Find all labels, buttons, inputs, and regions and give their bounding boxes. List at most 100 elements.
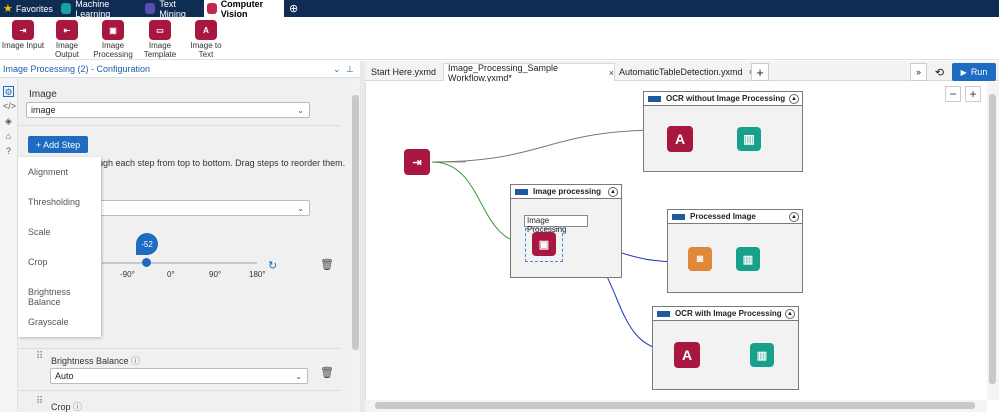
slider-value-bubble: -52: [136, 233, 158, 255]
pin-icon[interactable]: ⊥: [346, 63, 354, 74]
config-side-toolbar: ⚙ </> ◈ ⌂ ?: [0, 78, 18, 412]
container-header: OCR with Image Processing ▲: [653, 307, 798, 321]
chevron-down-icon: ⌄: [297, 204, 304, 213]
menu-item-scale[interactable]: Scale: [28, 227, 51, 237]
scrollbar-thumb[interactable]: [989, 94, 996, 384]
image-processing-icon: ▣: [102, 20, 124, 40]
tick-label: 90°: [209, 270, 222, 279]
panel-splitter[interactable]: [360, 61, 365, 412]
crop-label: Crop ⓘ: [51, 402, 83, 412]
brightness-balance-label: Brightness Balance ⓘ: [51, 356, 141, 366]
browse-node[interactable]: ▥: [750, 343, 774, 367]
reset-rotation-icon[interactable]: ↻: [268, 260, 278, 272]
overflow-tabs-icon[interactable]: »: [910, 63, 927, 81]
document-tab-bar: Start Here.yxmd Image_Processing_Sample …: [365, 61, 999, 83]
machine-learning-icon: [61, 3, 72, 14]
divider: [18, 390, 340, 391]
scrollbar-thumb[interactable]: [375, 402, 975, 409]
image-output-node[interactable]: ◙: [688, 247, 712, 271]
menu-item-grayscale[interactable]: Grayscale: [28, 317, 69, 327]
delete-icon[interactable]: 🗑: [320, 259, 334, 271]
image-output-icon: ⇤: [56, 20, 78, 40]
config-content: Image image ⌄ rough each step from top t…: [18, 78, 350, 412]
collapse-icon[interactable]: ▲: [789, 212, 799, 222]
play-icon: ▶: [960, 67, 967, 77]
selection-box: [525, 228, 563, 262]
container-header: Image processing ▲: [511, 185, 621, 199]
collapse-icon[interactable]: ▲: [785, 309, 795, 319]
top-tab-bar: ★ Favorites Machine Learning Text Mining…: [0, 0, 999, 19]
config-scrollbar-thumb[interactable]: [352, 95, 359, 350]
drag-handle-icon[interactable]: ⠿: [36, 351, 44, 362]
history-icon[interactable]: ⟲: [934, 66, 945, 79]
image-label: Image: [29, 89, 57, 100]
connection-icon[interactable]: ◈: [5, 116, 12, 126]
run-button[interactable]: ▶ Run: [952, 63, 996, 81]
delete-icon[interactable]: 🗑: [320, 367, 334, 379]
chevron-down-icon: ⌄: [295, 372, 302, 381]
collapse-icon[interactable]: ▲: [789, 94, 799, 104]
image-to-text-node[interactable]: A: [674, 342, 700, 368]
rotation-slider-handle[interactable]: [142, 258, 151, 267]
close-icon[interactable]: ×: [608, 67, 614, 78]
canvas-vertical-scrollbar[interactable]: [987, 82, 999, 400]
container-icon: [657, 310, 670, 317]
browse-node[interactable]: ▥: [736, 247, 760, 271]
gear-icon[interactable]: ⚙: [3, 86, 14, 97]
info-icon: ⓘ: [73, 402, 83, 412]
tag-icon[interactable]: ⌂: [5, 131, 12, 141]
image-input-icon: ⇥: [12, 20, 34, 40]
container-icon: [648, 95, 661, 102]
image-select[interactable]: image ⌄: [26, 102, 310, 118]
add-step-button[interactable]: + Add Step: [28, 136, 88, 153]
menu-item-alignment[interactable]: Alignment: [28, 167, 69, 177]
chevron-down-icon[interactable]: ⌄: [333, 63, 341, 74]
tool-image-processing[interactable]: ▣ Image Processing: [90, 20, 136, 59]
tool-image-output[interactable]: ⇤ Image Output: [44, 20, 90, 59]
rotation-slider-track[interactable]: [102, 262, 257, 264]
chevron-down-icon: ⌄: [297, 106, 304, 115]
connection-line: [431, 129, 663, 163]
code-icon[interactable]: </>: [3, 101, 17, 111]
menu-item-crop[interactable]: Crop: [28, 257, 48, 267]
tab-start-here[interactable]: Start Here.yxmd: [371, 67, 437, 77]
zoom-out-button[interactable]: −: [945, 86, 961, 102]
collapse-icon[interactable]: ▲: [608, 187, 618, 197]
help-icon[interactable]: ?: [5, 146, 11, 156]
tick-label: 180°: [249, 270, 266, 279]
image-to-text-node[interactable]: A: [667, 126, 693, 152]
tick-label: 0°: [167, 270, 175, 279]
new-tab-button[interactable]: +: [751, 63, 769, 81]
tab-favorites[interactable]: ★ Favorites: [3, 3, 53, 15]
browse-node[interactable]: ▥: [737, 127, 761, 151]
image-input-icon: ⇥: [412, 156, 422, 169]
image-to-text-icon: A: [195, 20, 217, 40]
info-icon: ⓘ: [131, 356, 141, 366]
container-header: Processed Image ▲: [668, 210, 802, 224]
workflow-canvas[interactable]: − + ⇥ OCR without Image Processing ▲ A ▥…: [365, 82, 987, 400]
tab-text-mining[interactable]: Text Mining: [142, 0, 202, 19]
brightness-balance-select[interactable]: Auto ⌄: [50, 368, 308, 384]
drag-handle-icon[interactable]: ⠿: [36, 396, 44, 407]
tab-computer-vision[interactable]: Computer Vision: [204, 0, 284, 19]
config-panel-header: Image Processing (2) - Configuration ⌄ ⊥: [0, 61, 360, 78]
tab-machine-learning[interactable]: Machine Learning: [58, 0, 142, 19]
tool-image-to-text[interactable]: A Image to Text: [183, 20, 229, 59]
image-template-icon: ▭: [149, 20, 171, 40]
menu-item-thresholding[interactable]: Thresholding: [28, 197, 81, 207]
tool-image-input[interactable]: ⇥ Image Input: [0, 20, 46, 50]
tab-image-processing-workflow[interactable]: Image_Processing_Sample Workflow.yxmd* ×: [443, 63, 615, 83]
image-processing-node[interactable]: ▣: [532, 232, 556, 256]
star-icon: ★: [3, 3, 13, 15]
add-tab-icon[interactable]: ⊕: [289, 3, 299, 15]
tool-image-template[interactable]: ▭ Image Template: [137, 20, 183, 59]
text-mining-icon: [145, 3, 156, 14]
step-select[interactable]: ⌄: [96, 200, 310, 216]
computer-vision-icon: [207, 3, 217, 14]
menu-item-brightness-balance[interactable]: Brightness Balance: [28, 287, 71, 307]
tool-annotation-label: Image Processing: [524, 215, 588, 234]
zoom-in-button[interactable]: +: [965, 86, 981, 102]
tab-automatic-table-detection[interactable]: AutomaticTableDetection.yxmd ×: [615, 63, 754, 81]
container-image-processing[interactable]: Image processing ▲: [510, 184, 622, 278]
image-input-node[interactable]: ⇥: [404, 149, 430, 175]
